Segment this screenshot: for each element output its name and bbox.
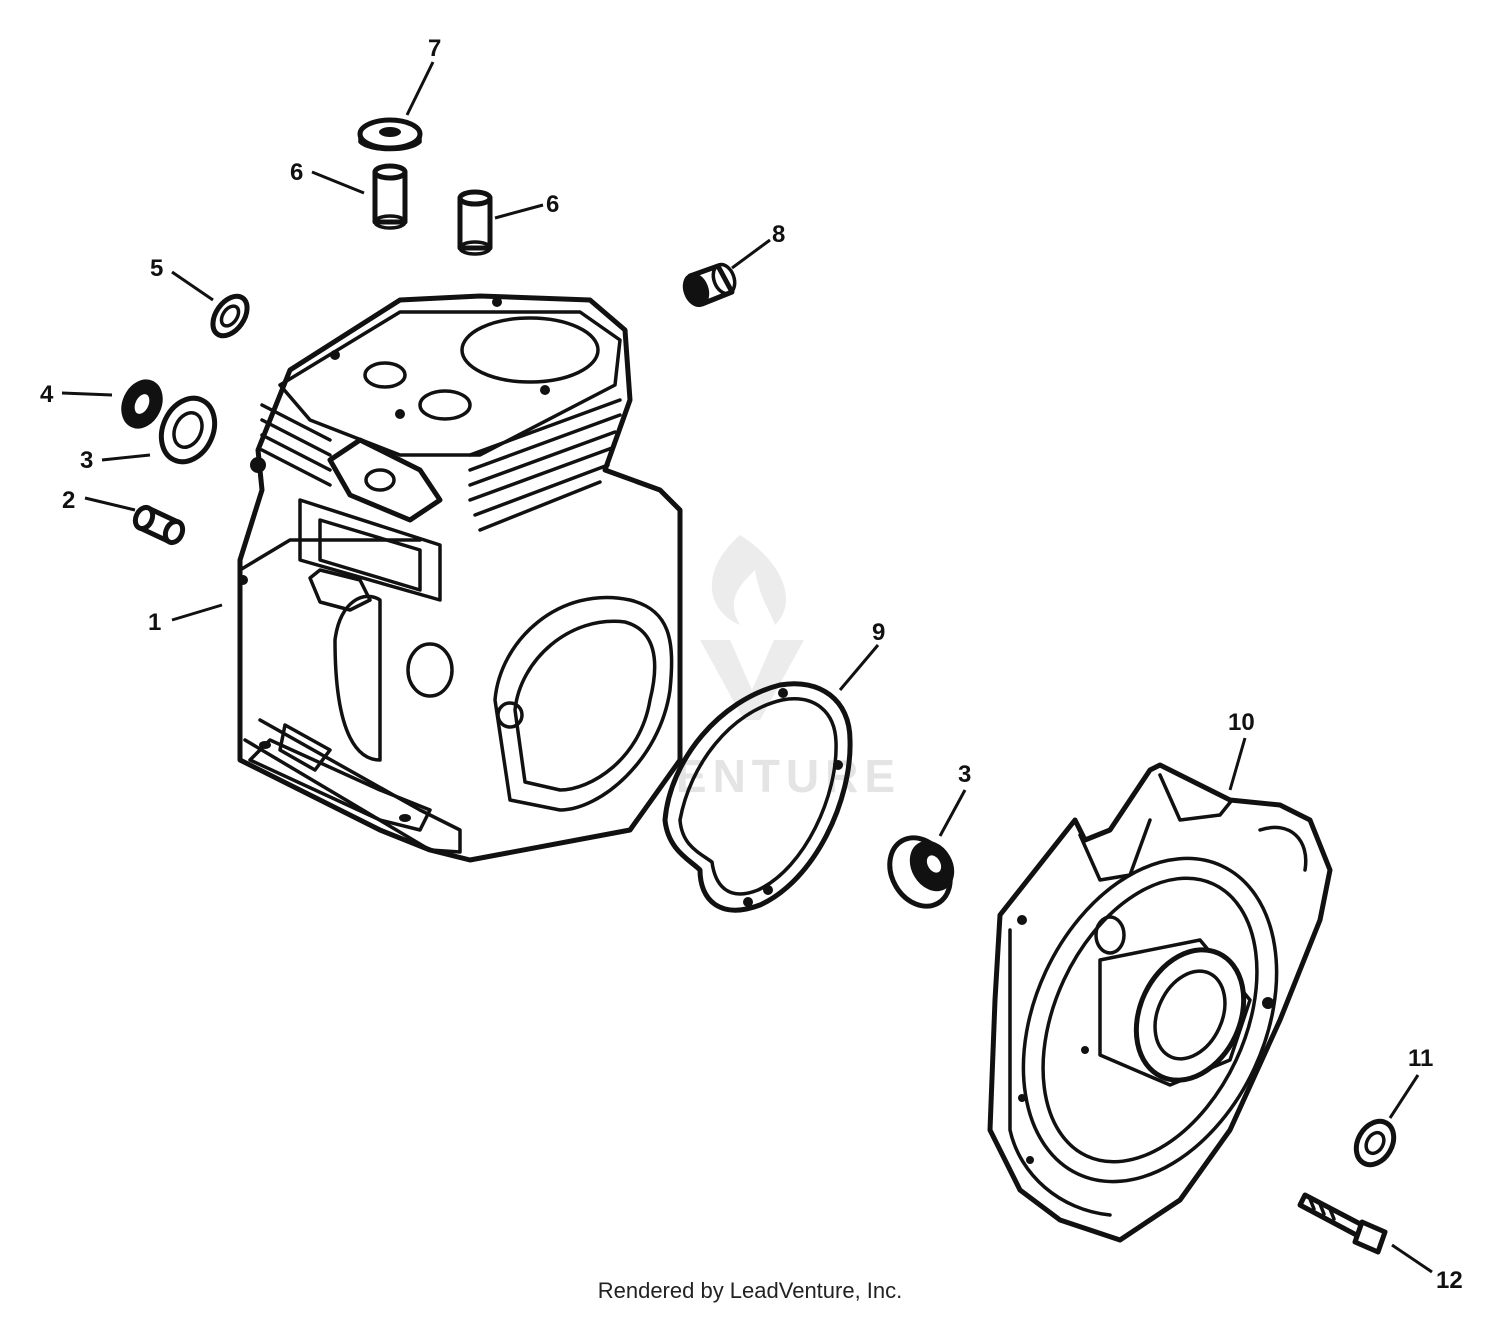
callout-6-left: 6 [290,159,303,186]
intake-flange [327,437,443,523]
crankcase-block[interactable] [237,293,683,863]
washer-top[interactable] [357,117,423,152]
leader-lines [61,61,1433,1274]
bolt[interactable] [1297,1192,1388,1255]
plug-seal[interactable] [206,290,254,342]
callout-8: 8 [772,221,785,248]
bearing-right[interactable] [878,827,962,917]
callout-3-right: 3 [958,761,971,788]
footer-credit: Rendered by LeadVenture, Inc. [597,1278,903,1303]
bearing-left[interactable] [151,390,224,471]
dowel-pin[interactable] [132,504,186,546]
callout-9: 9 [872,619,885,646]
callout-labels: 1 2 3 3 4 5 6 6 7 8 9 10 11 12 [40,35,1463,1294]
needle-bearing[interactable] [681,261,738,308]
callout-1: 1 [148,609,161,636]
callout-5: 5 [150,255,163,282]
callout-7: 7 [428,35,441,62]
callout-2: 2 [62,487,75,514]
callout-11: 11 [1408,1045,1433,1072]
callout-6-right: 6 [546,191,559,218]
closure-plate[interactable] [974,762,1333,1243]
cooling-fins [260,398,622,532]
washer-bottom[interactable] [1349,1115,1401,1172]
callout-10: 10 [1228,709,1255,736]
gasket[interactable] [662,681,853,913]
callout-12: 12 [1436,1267,1463,1294]
cylinder-bore [460,316,600,384]
oil-seal[interactable] [117,376,167,432]
sleeve-right[interactable] [457,189,493,256]
callout-3-left: 3 [80,447,93,474]
callout-4: 4 [40,381,54,408]
sleeve-left[interactable] [372,163,408,230]
